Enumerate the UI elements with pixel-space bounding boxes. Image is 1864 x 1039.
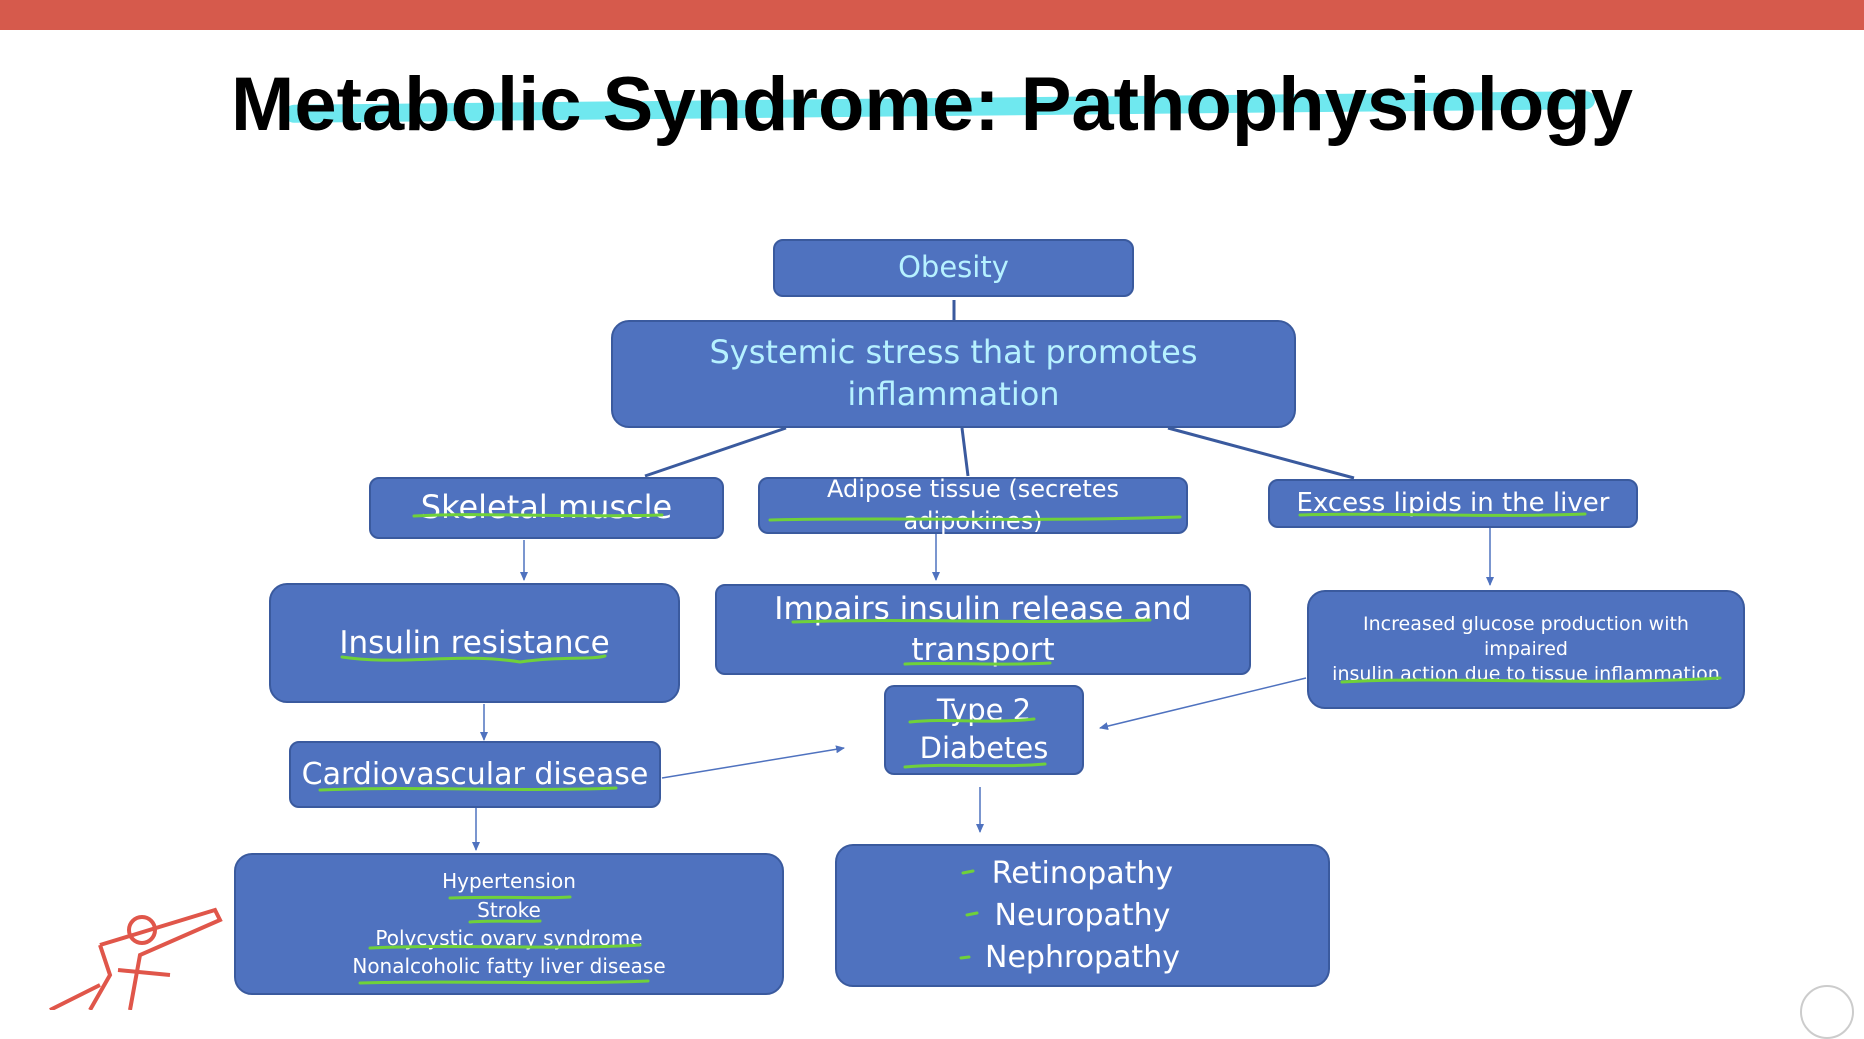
systemic-stress-line-1: Systemic stress that promotes <box>709 333 1198 372</box>
node-cardiovascular-disease: Cardiovascular disease <box>289 741 661 808</box>
connector-layer <box>472 300 1494 851</box>
type2-diabetes-line-2: Diabetes <box>919 731 1049 765</box>
underline-diabetes <box>903 762 1047 769</box>
node-adipose-tissue: Adipose tissue (secretes adipokines) <box>758 475 1188 535</box>
node-obesity: Obesity <box>773 239 1134 297</box>
node-skeletal-muscle: Skeletal muscle <box>369 477 724 539</box>
outcome-hypertension: Hypertension <box>442 869 576 894</box>
complication-nephropathy: Nephropathy <box>985 939 1180 975</box>
node-cvd-outcomes: Hypertension Stroke Polycystic ovary syn… <box>234 853 784 995</box>
connector-stress-skeletal <box>644 426 787 478</box>
underline-excess-lipids <box>1298 512 1587 517</box>
obesity-label: Obesity <box>898 250 1009 285</box>
node-increased-glucose: Increased glucose production with impair… <box>1307 590 1745 709</box>
arrow-glucose-diabetes <box>1099 677 1307 731</box>
node-excess-lipids: Excess lipids in the liver <box>1268 479 1638 528</box>
underline-cardiovascular-disease <box>318 786 618 792</box>
connector-stress-adipose <box>960 427 970 477</box>
underline-stroke <box>468 919 542 924</box>
increased-glucose-line-1: Increased glucose production with impair… <box>1363 613 1689 661</box>
bullet-nephropathy <box>959 955 971 960</box>
outcome-nonalcoholic-fatty-liver-disease: Nonalcoholic fatty liver disease <box>352 954 666 979</box>
bullet-retinopathy <box>961 869 975 875</box>
annotation-layer <box>318 512 1722 985</box>
connector-stress-liver <box>1167 426 1355 480</box>
underline-transport <box>903 661 1052 666</box>
complication-retinopathy: Retinopathy <box>991 855 1174 891</box>
outcome-stroke: Stroke <box>477 897 541 922</box>
node-diabetes-complications: Retinopathy Neuropathy Nephropathy <box>835 844 1330 987</box>
node-impairs-insulin: Impairs insulin release and transport <box>715 584 1251 675</box>
systemic-stress-line-2: inflammation <box>847 375 1060 413</box>
excess-lipids-label: Excess lipids in the liver <box>1296 487 1610 518</box>
insulin-resistance-label: Insulin resistance <box>339 624 610 661</box>
underline-polycystic <box>368 943 642 950</box>
arrow-cvd-diabetes <box>661 745 845 779</box>
slide-title: Metabolic Syndrome: Pathophysiology <box>231 62 1633 147</box>
underline-adipose-tissue <box>768 515 1182 522</box>
running-figure-logo-icon <box>49 907 223 1010</box>
underline-insulin-resistance <box>340 654 607 664</box>
underline-hypertension <box>448 895 572 900</box>
cardiovascular-disease-label: Cardiovascular disease <box>301 757 649 792</box>
underline-impairs-insulin <box>791 618 1152 624</box>
node-insulin-resistance: Insulin resistance <box>269 583 680 703</box>
underline-skeletal-muscle <box>412 513 664 518</box>
skeletal-muscle-label: Skeletal muscle <box>420 488 673 527</box>
complication-neuropathy: Neuropathy <box>994 897 1171 933</box>
impairs-insulin-line-2: transport <box>911 631 1055 668</box>
underline-increased-glucose <box>1340 676 1722 684</box>
underline-type-2 <box>908 717 1036 724</box>
underline-nafld <box>358 979 650 985</box>
top-banner <box>0 0 1864 30</box>
node-systemic-stress: Systemic stress that promotes inflammati… <box>611 320 1296 428</box>
bullet-neuropathy <box>965 911 979 917</box>
slide-nav-button[interactable] <box>1800 985 1854 1039</box>
